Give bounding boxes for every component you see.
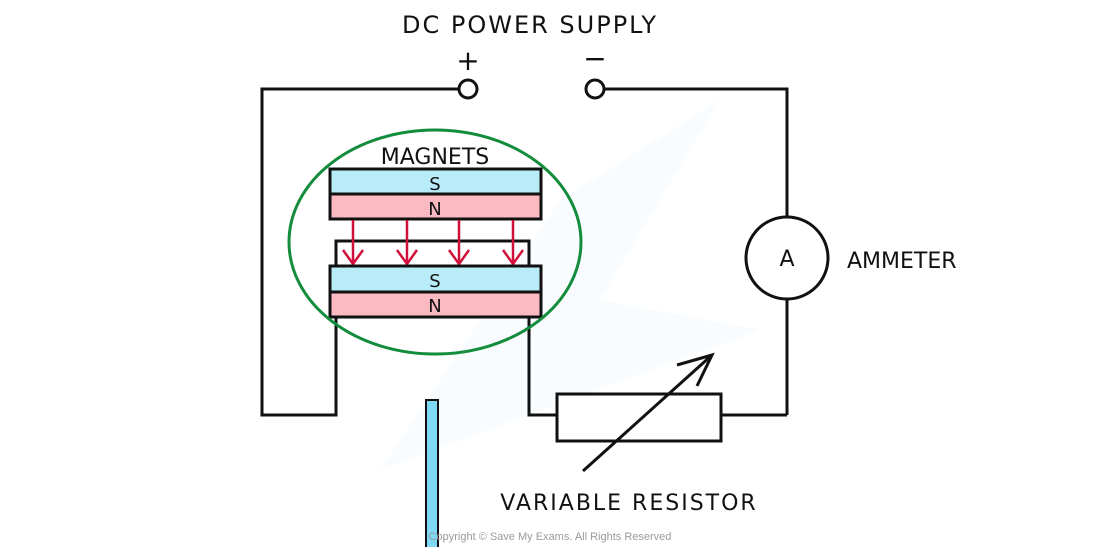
circuit-wires bbox=[260, 87, 789, 417]
variable-resistor bbox=[555, 392, 723, 443]
negative-sign: − bbox=[583, 42, 606, 75]
field-arrow bbox=[341, 220, 365, 267]
wire-right-top bbox=[604, 87, 789, 216]
field-arrow bbox=[501, 220, 525, 267]
top-magnet-north bbox=[328, 192, 543, 221]
variable-arrow bbox=[581, 352, 715, 473]
wire-resistor-left bbox=[527, 318, 557, 417]
top-magnet-south bbox=[328, 167, 543, 196]
field-arrow bbox=[395, 220, 419, 267]
negative-terminal bbox=[584, 78, 606, 100]
ammeter-symbol bbox=[744, 215, 830, 301]
positive-terminal bbox=[457, 78, 479, 100]
copyright-notice: Copyright © Save My Exams. All Rights Re… bbox=[429, 531, 672, 543]
power-supply-label: DC POWER SUPPLY bbox=[402, 11, 658, 39]
resistor-label: VARIABLE RESISTOR bbox=[500, 491, 757, 516]
conductor-frame bbox=[334, 239, 531, 265]
top-north-label: N bbox=[428, 199, 441, 220]
bottom-magnet-south bbox=[328, 264, 543, 294]
wire-left-loop bbox=[260, 87, 459, 417]
top-south-label: S bbox=[429, 174, 440, 195]
bottom-north-label: N bbox=[428, 296, 441, 317]
bottom-magnet-north bbox=[328, 290, 543, 319]
magnets-label: MAGNETS bbox=[381, 145, 489, 170]
conducting-rod bbox=[425, 399, 439, 547]
magnetic-field-arrows bbox=[341, 220, 525, 267]
magnets-highlight-ellipse bbox=[287, 128, 583, 356]
positive-sign: + bbox=[456, 44, 479, 77]
ammeter-label: AMMETER bbox=[847, 249, 957, 274]
ammeter-letter: A bbox=[779, 247, 794, 272]
field-arrow bbox=[447, 220, 471, 267]
bottom-south-label: S bbox=[429, 271, 440, 292]
